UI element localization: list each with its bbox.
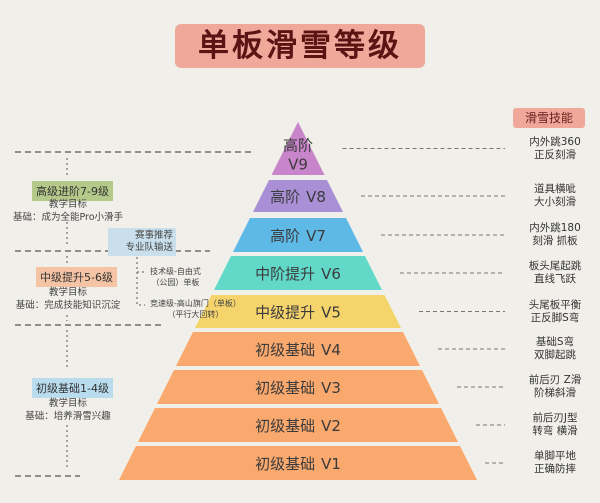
tier-name: 初级基础 (255, 379, 315, 397)
branch-line1: 竞速级-高山旗门（单板） (150, 299, 241, 308)
tier-v6 (214, 256, 382, 290)
skill-v5: 头尾板平衡正反脚S弯 (510, 299, 600, 325)
tier-label: 初级基础 V3 (255, 379, 341, 397)
tier-level: V1 (321, 455, 341, 473)
tier-name: 高阶 (270, 227, 300, 245)
skill-line: 道具横呲 (534, 183, 576, 195)
skill-line: 刻滑 抓板 (532, 235, 578, 247)
skill-v8: 道具横呲大小刻滑 (510, 183, 600, 209)
tier-level: V6 (321, 265, 341, 283)
branch-racing: 竞速级-高山旗门（单板） （平行大回转） (150, 298, 241, 320)
skill-v4: 基础S弯双脚起跳 (510, 336, 600, 362)
goal-basis: 基础：完成技能知识沉淀 (15, 300, 121, 311)
tier-v5 (195, 295, 401, 328)
skill-line: 转弯 横滑 (532, 425, 578, 437)
skill-line: 单脚平地 (534, 450, 576, 462)
skill-line: 板头尾起跳 (528, 260, 582, 272)
tier-name: 初级基础 (255, 455, 315, 473)
branch-line2: （公园）单板 (151, 278, 200, 287)
tier-name: 中阶提升 (255, 265, 315, 283)
skill-v6: 板头尾起跳直线飞跃 (510, 260, 600, 286)
tier-v8 (253, 180, 343, 212)
goal-title: 教学目标 (48, 287, 87, 298)
tier-level: V2 (321, 417, 341, 435)
skill-v3: 前后刃 Z滑阶梯斜滑 (510, 374, 600, 400)
tier-label: 初级基础 V4 (255, 341, 341, 359)
tier-v2 (138, 408, 458, 442)
recommend-line1: 赛事推荐 (134, 230, 173, 241)
skill-line: 基础S弯 (535, 336, 575, 348)
branch-line2: （平行大回转） (167, 310, 224, 319)
tier-label: 高阶 V7 (270, 227, 326, 245)
tier-level: V4 (321, 341, 341, 359)
skill-line: 前后刃J型 (532, 412, 578, 424)
tier-level: V7 (306, 227, 326, 245)
skill-line: 直线飞跃 (534, 273, 576, 285)
level-dividers (15, 151, 255, 477)
skill-line: 阶梯斜滑 (534, 387, 576, 399)
tier-v4 (176, 332, 420, 366)
skill-v1: 单脚平地正确防摔 (510, 450, 600, 476)
tier-label: 中级提升 V5 (255, 304, 341, 322)
recommend-box: 赛事推荐 专业队输送 (108, 228, 176, 256)
stage-label-beginner: 初级基础1-4级 (32, 378, 113, 398)
stage-goal-beginner: 教学目标基础：培养滑雪兴趣 (0, 397, 148, 423)
stage-goal-advanced: 教学目标基础：成为全能Pro小滑手 (0, 198, 148, 224)
skill-line: 头尾板平衡 (528, 298, 582, 311)
tier-label: V9 (288, 156, 308, 174)
skill-line: 正反刻滑 (534, 148, 576, 161)
page-title: 单板滑雪等级 (175, 24, 425, 68)
tier-label: 初级基础 V1 (255, 455, 341, 473)
tier-label: 高阶 V8 (270, 188, 326, 206)
arrows (66, 158, 145, 470)
goal-basis: 基础：成为全能Pro小滑手 (12, 212, 124, 223)
tier-name: 高阶 (270, 188, 300, 206)
tier-name: 初级基础 (255, 341, 315, 359)
skill-line: 前后刃 Z滑 (528, 374, 582, 386)
skill-line: 内外跳180 (529, 222, 581, 234)
stage-label-intermediate: 中级提升5-6级 (36, 267, 117, 287)
goal-basis: 基础：培养滑雪兴趣 (25, 411, 111, 422)
skill-line: 内外跳360 (529, 135, 581, 148)
tier-v7 (233, 218, 363, 252)
skill-line: 正反脚S弯 (530, 311, 580, 324)
goal-title: 教学目标 (48, 398, 87, 409)
tier-label: 初级基础 V2 (255, 417, 341, 435)
skill-line: 正确防摔 (534, 463, 576, 475)
tier-level: V5 (321, 304, 341, 322)
tier-level: V3 (321, 379, 341, 397)
tier-name: 初级基础 (255, 417, 315, 435)
branch-freestyle: 技术级-自由式 （公园）单板 (150, 266, 201, 288)
tier-label: 中阶提升 V6 (255, 265, 341, 283)
skills-header: 滑雪技能 (513, 108, 585, 128)
recommend-line2: 专业队输送 (125, 242, 173, 253)
tier-v1 (119, 446, 477, 480)
stage-label-advanced: 高级进阶7-9级 (32, 181, 113, 201)
branch-line1: 技术级-自由式 (150, 267, 201, 276)
tier-name: 中级提升 (255, 304, 315, 322)
tier-v3 (157, 370, 439, 404)
tier-level: V8 (306, 188, 326, 206)
skill-line: 大小刻滑 (534, 196, 576, 208)
tier-label: 高阶 (283, 137, 313, 155)
stage-goal-intermediate: 教学目标基础：完成技能知识沉淀 (0, 286, 148, 312)
skill-v2: 前后刃J型转弯 横滑 (510, 412, 600, 438)
goal-title: 教学目标 (48, 199, 87, 210)
tier-v9 (271, 122, 325, 175)
skill-line: 双脚起跳 (534, 349, 576, 361)
